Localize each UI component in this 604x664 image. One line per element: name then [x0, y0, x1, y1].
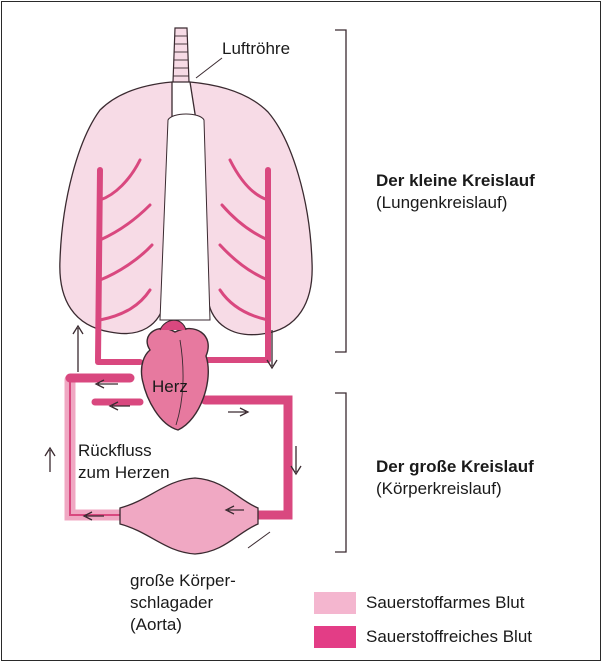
legend-swatch-deoxygenated	[314, 592, 356, 614]
legend-label-deoxygenated: Sauerstoffarmes Blut	[366, 592, 524, 613]
heart-label: Herz	[152, 376, 188, 397]
aorta-label-line3: (Aorta)	[130, 614, 182, 635]
left-lung	[60, 82, 172, 334]
return-flow-label-line2: zum Herzen	[78, 462, 170, 483]
legend-swatch-oxygenated	[314, 626, 356, 648]
large-circuit-bracket	[335, 393, 346, 552]
large-circuit-subtitle: (Körperkreislauf)	[376, 478, 502, 499]
trachea	[173, 28, 222, 82]
small-circuit-title: Der kleine Kreislauf	[376, 170, 535, 191]
aorta-label-line1: große Körper-	[130, 570, 236, 591]
aorta	[120, 478, 258, 554]
aorta-label-line2: schlagader	[130, 592, 213, 613]
aorta-pointer	[248, 532, 270, 548]
legend-label-oxygenated: Sauerstoffreiches Blut	[366, 626, 532, 647]
small-circuit-bracket	[335, 30, 346, 352]
return-flow-label-line1: Rückfluss	[78, 440, 152, 461]
trachea-label: Luftröhre	[222, 38, 290, 59]
small-circuit-subtitle: (Lungenkreislauf)	[376, 192, 507, 213]
large-circuit-title: Der große Kreislauf	[376, 456, 534, 477]
